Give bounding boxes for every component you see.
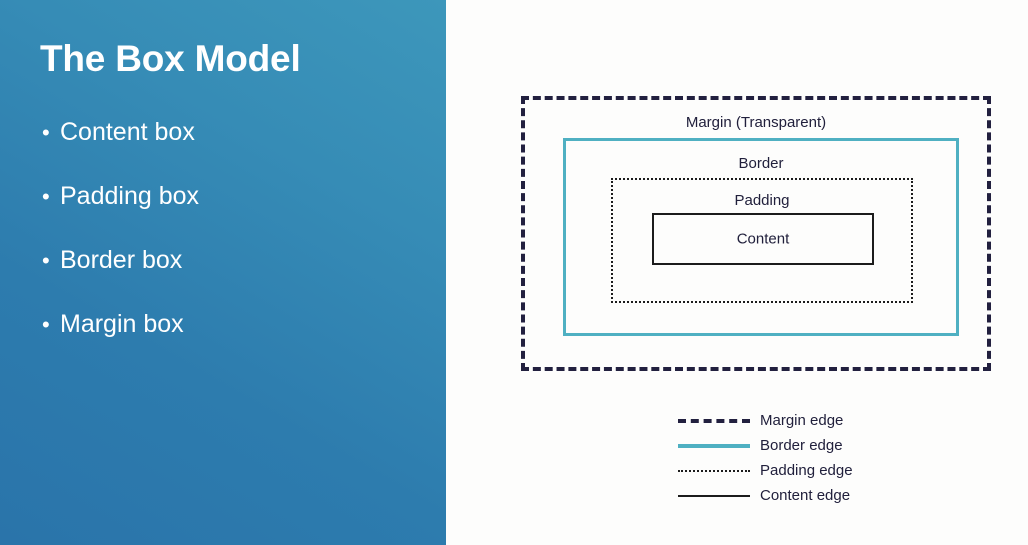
margin-box: Margin (Transparent) Border Padding Cont… xyxy=(521,96,991,371)
bullet-dot-icon: • xyxy=(42,312,50,337)
list-item-label: Margin box xyxy=(60,310,184,338)
list-item: • Border box xyxy=(42,246,422,310)
padding-edge-line-icon xyxy=(678,465,750,477)
legend-label: Border edge xyxy=(760,437,843,454)
border-box-label: Border xyxy=(738,155,784,172)
legend-item-content-edge: Content edge xyxy=(678,483,978,508)
legend-item-border-edge: Border edge xyxy=(678,433,978,458)
padding-box: Padding Content xyxy=(611,178,913,303)
legend-item-margin-edge: Margin edge xyxy=(678,408,978,433)
list-item-label: Padding box xyxy=(60,182,200,210)
margin-edge-line-icon xyxy=(678,415,750,427)
bullet-dot-icon: • xyxy=(42,248,50,273)
content-box-label: Content xyxy=(736,230,790,248)
legend-label: Padding edge xyxy=(760,462,853,479)
list-item: • Margin box xyxy=(42,310,422,374)
list-item: • Padding box xyxy=(42,182,422,246)
page-title: The Box Model xyxy=(40,38,301,79)
bullet-list: • Content box • Padding box • Border box… xyxy=(42,118,422,374)
margin-box-label: Margin (Transparent) xyxy=(685,114,827,131)
diagram-panel: Margin (Transparent) Border Padding Cont… xyxy=(446,0,1028,545)
list-item: • Content box xyxy=(42,118,422,182)
content-edge-line-icon xyxy=(678,490,750,502)
bullet-dot-icon: • xyxy=(42,184,50,209)
list-item-label: Border box xyxy=(60,246,183,274)
content-box: Content xyxy=(652,213,874,265)
legend-item-padding-edge: Padding edge xyxy=(678,458,978,483)
title-panel: The Box Model • Content box • Padding bo… xyxy=(0,0,446,545)
legend-label: Margin edge xyxy=(760,412,844,429)
border-edge-line-icon xyxy=(678,440,750,452)
padding-box-label: Padding xyxy=(734,192,790,209)
legend: Margin edge Border edge Padding edge Con… xyxy=(678,408,978,508)
list-item-label: Content box xyxy=(60,118,195,146)
legend-label: Content edge xyxy=(760,487,851,504)
border-box: Border Padding Content xyxy=(563,138,959,336)
bullet-dot-icon: • xyxy=(42,120,50,145)
